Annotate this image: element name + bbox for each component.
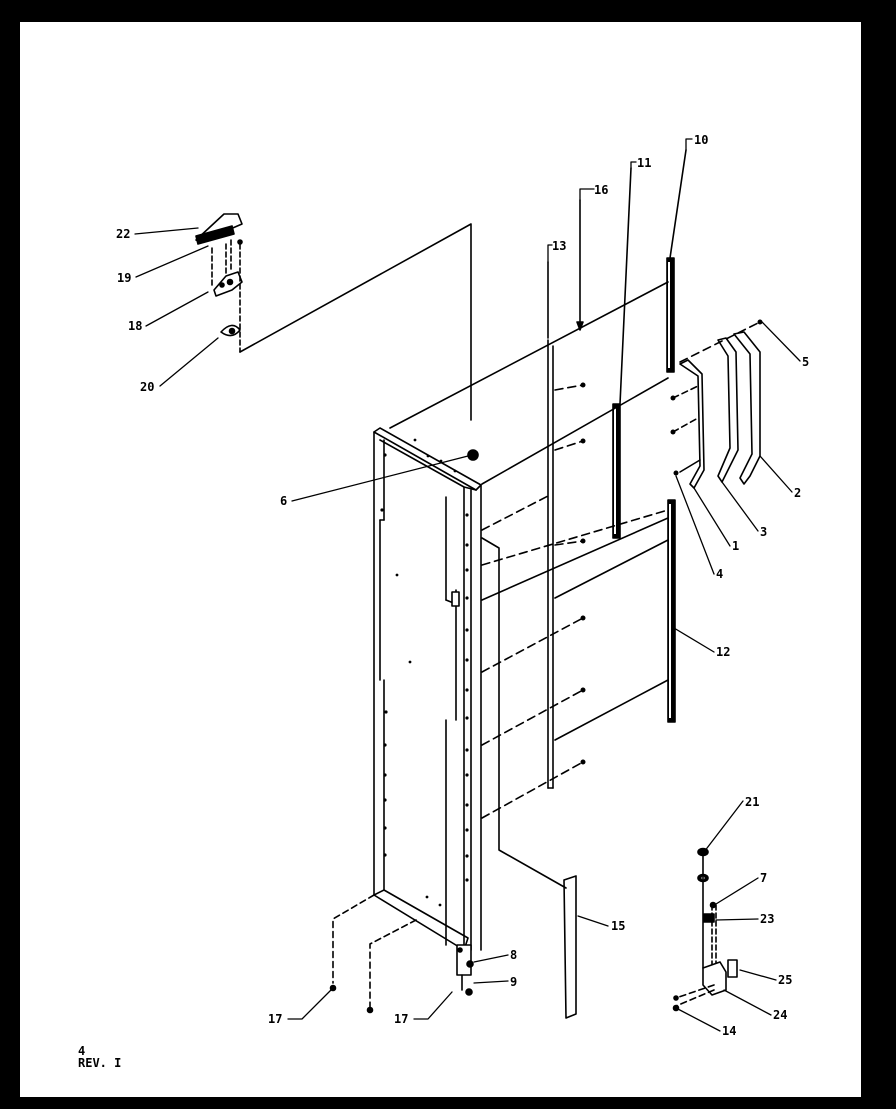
callout-19: 19 xyxy=(117,271,132,285)
callout-15: 15 xyxy=(611,919,626,933)
callout-25: 25 xyxy=(778,973,793,987)
callout-6: 6 xyxy=(280,494,288,508)
strip-15 xyxy=(481,537,577,1019)
drawing-footer: 4 REV. I xyxy=(78,1045,121,1069)
door-frame xyxy=(373,427,482,951)
callout-1: 1 xyxy=(732,539,740,553)
leader-lines xyxy=(134,138,801,1032)
callout-9: 9 xyxy=(510,975,518,989)
lower-hinge-assembly xyxy=(672,847,738,1012)
callout-16: 16 xyxy=(594,183,609,197)
callout-10: 10 xyxy=(694,133,709,147)
trim-strip-13 xyxy=(547,199,584,789)
callout-17-right: 17 xyxy=(394,1012,409,1026)
callout-13: 13 xyxy=(552,239,567,253)
callout-2: 2 xyxy=(794,486,802,500)
callout-14: 14 xyxy=(722,1024,737,1038)
top-hinge-assembly xyxy=(195,213,472,421)
drawing-sheet xyxy=(20,22,861,1097)
callout-5: 5 xyxy=(802,355,810,369)
part-6-bolt-icon xyxy=(467,449,479,461)
callout-17-left: 17 xyxy=(268,1012,283,1026)
callout-3: 3 xyxy=(760,525,768,539)
callout-23: 23 xyxy=(760,912,775,926)
screws-and-guide-lines xyxy=(389,281,763,819)
callout-18: 18 xyxy=(128,319,143,333)
callout-21: 21 xyxy=(745,795,760,809)
callout-12: 12 xyxy=(716,645,731,659)
callout-8: 8 xyxy=(510,948,518,962)
callout-22: 22 xyxy=(116,227,131,241)
revision-label: REV. I xyxy=(78,1056,122,1070)
callout-11: 11 xyxy=(637,156,652,170)
callout-4: 4 xyxy=(716,567,724,581)
callout-24: 24 xyxy=(773,1008,788,1022)
callout-20: 20 xyxy=(140,380,155,394)
callout-7: 7 xyxy=(760,871,768,885)
page-number: 4 xyxy=(78,1044,86,1058)
bottom-hinge-parts xyxy=(329,894,474,1014)
gasket-strips xyxy=(612,149,687,723)
